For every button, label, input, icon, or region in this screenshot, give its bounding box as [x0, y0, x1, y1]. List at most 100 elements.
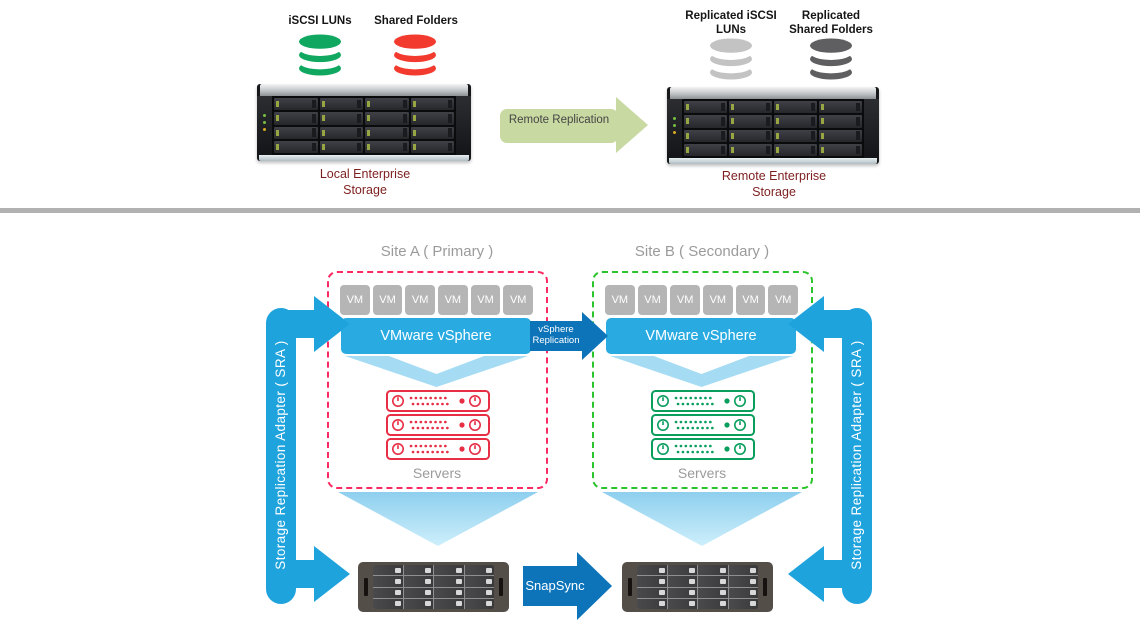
- drive-bay: [373, 576, 403, 587]
- iscsi-luns-disk-icon: [297, 34, 343, 76]
- drive-bay: [373, 565, 403, 576]
- drive-bay: [464, 576, 494, 587]
- drive-bay: [410, 98, 454, 111]
- drive-bay: [819, 115, 862, 128]
- vm-box: VM: [372, 285, 403, 315]
- drive-bay: [684, 115, 727, 128]
- storage-bay-grid: [637, 565, 758, 609]
- servers-label-site-b: Servers: [677, 465, 727, 481]
- downflow-triangle-site-b: [602, 492, 802, 546]
- sra-label-right: Storage Replication Adapter ( SRA ): [849, 340, 864, 570]
- vm-row-site-b: VM VM VM VM VM VM: [605, 285, 799, 315]
- drive-bay: [728, 587, 758, 598]
- vm-box: VM: [470, 285, 501, 315]
- drive-bay: [434, 576, 464, 587]
- drive-bay: [729, 115, 772, 128]
- remote-replication-arrow-label: Remote Replication: [508, 114, 610, 126]
- shared-folders-disk-icon: [392, 34, 438, 76]
- site-a-box: [327, 271, 548, 489]
- rack-foot: [259, 155, 469, 161]
- drive-bay: [819, 101, 862, 114]
- drive-bay: [819, 129, 862, 142]
- server-icon: [651, 414, 755, 436]
- drive-bay: [403, 598, 433, 609]
- vm-box: VM: [605, 285, 635, 315]
- vm-box: VM: [438, 285, 468, 315]
- replicated-shared-folders-disk-icon: [808, 38, 854, 80]
- remote-replication-arrow-body: [500, 109, 618, 143]
- drive-bay: [410, 140, 454, 153]
- storage-end-cap: [625, 565, 635, 609]
- drive-bay: [684, 129, 727, 142]
- rack-body: [257, 96, 471, 155]
- rack-ear: [667, 99, 682, 158]
- drive-bay: [319, 112, 363, 125]
- rack-ear: [456, 96, 471, 155]
- vm-box: VM: [405, 285, 436, 315]
- drive-bay: [637, 598, 667, 609]
- vm-box: VM: [503, 285, 534, 315]
- drive-bay: [373, 587, 403, 598]
- server-icon: [386, 438, 490, 460]
- downflow-triangle-site-a: [338, 492, 538, 546]
- vsphere-bar-site-a: VMware vSphere: [341, 318, 531, 354]
- storage-unit-site-a: [358, 562, 509, 612]
- vsphere-bar-site-b: VMware vSphere: [606, 318, 796, 354]
- sra-pipe-left: [252, 286, 352, 625]
- drive-bay: [774, 143, 817, 156]
- drive-bay: [464, 587, 494, 598]
- vsphere-replication-arrow-body: [530, 321, 582, 351]
- replicated-iscsi-luns-disk-icon: [708, 38, 754, 80]
- drive-bay: [365, 126, 409, 139]
- vm-box: VM: [768, 285, 799, 315]
- server-icon: [386, 390, 490, 412]
- drive-bay: [319, 98, 363, 111]
- drive-bay: [774, 129, 817, 142]
- servers-site-a: [386, 390, 490, 460]
- drive-bay: [319, 126, 363, 139]
- vm-box: VM: [703, 285, 733, 315]
- section-divider: [0, 208, 1140, 213]
- vsphere-replication-arrow-head: [582, 312, 611, 360]
- vsphere-replication-label: vSphere Replication: [532, 324, 580, 347]
- vm-box: VM: [670, 285, 701, 315]
- site-b-box: [592, 271, 813, 489]
- storage-unit-site-b: [622, 562, 773, 612]
- snapsync-label: SnapSync: [525, 578, 585, 593]
- storage-end-cap: [760, 565, 770, 609]
- drive-bay: [728, 565, 758, 576]
- drive-bay: [365, 98, 409, 111]
- drive-bay: [373, 598, 403, 609]
- vm-row-site-a: VM VM VM VM VM VM: [340, 285, 534, 315]
- local-storage-caption: Local Enterprise Storage: [319, 167, 411, 198]
- server-icon: [651, 438, 755, 460]
- drive-bay: [434, 587, 464, 598]
- site-b-title: Site B ( Secondary ): [634, 243, 770, 260]
- drive-bay: [319, 140, 363, 153]
- drive-bay: [684, 101, 727, 114]
- drive-bay: [410, 126, 454, 139]
- drive-bay-grid: [272, 96, 456, 155]
- drive-bay: [403, 587, 433, 598]
- drive-bay: [774, 101, 817, 114]
- servers-label-site-a: Servers: [412, 465, 462, 481]
- server-icon: [386, 414, 490, 436]
- drive-bay: [667, 598, 697, 609]
- rack-top-bezel: [260, 84, 468, 96]
- vm-box: VM: [340, 285, 370, 315]
- drive-bay: [637, 565, 667, 576]
- snapsync-arrow-body: [523, 566, 577, 606]
- drive-bay: [274, 126, 318, 139]
- storage-bay-grid: [373, 565, 494, 609]
- vm-box: VM: [735, 285, 766, 315]
- site-a-title: Site A ( Primary ): [380, 243, 494, 260]
- rack-foot: [669, 158, 877, 164]
- shared-folders-label: Shared Folders: [374, 15, 458, 27]
- sra-label-left: Storage Replication Adapter ( SRA ): [273, 340, 288, 570]
- iscsi-luns-label: iSCSI LUNs: [288, 15, 352, 27]
- drive-bay: [728, 576, 758, 587]
- drive-bay: [684, 143, 727, 156]
- drive-bay: [698, 576, 728, 587]
- snapsync-arrow-head: [577, 552, 615, 620]
